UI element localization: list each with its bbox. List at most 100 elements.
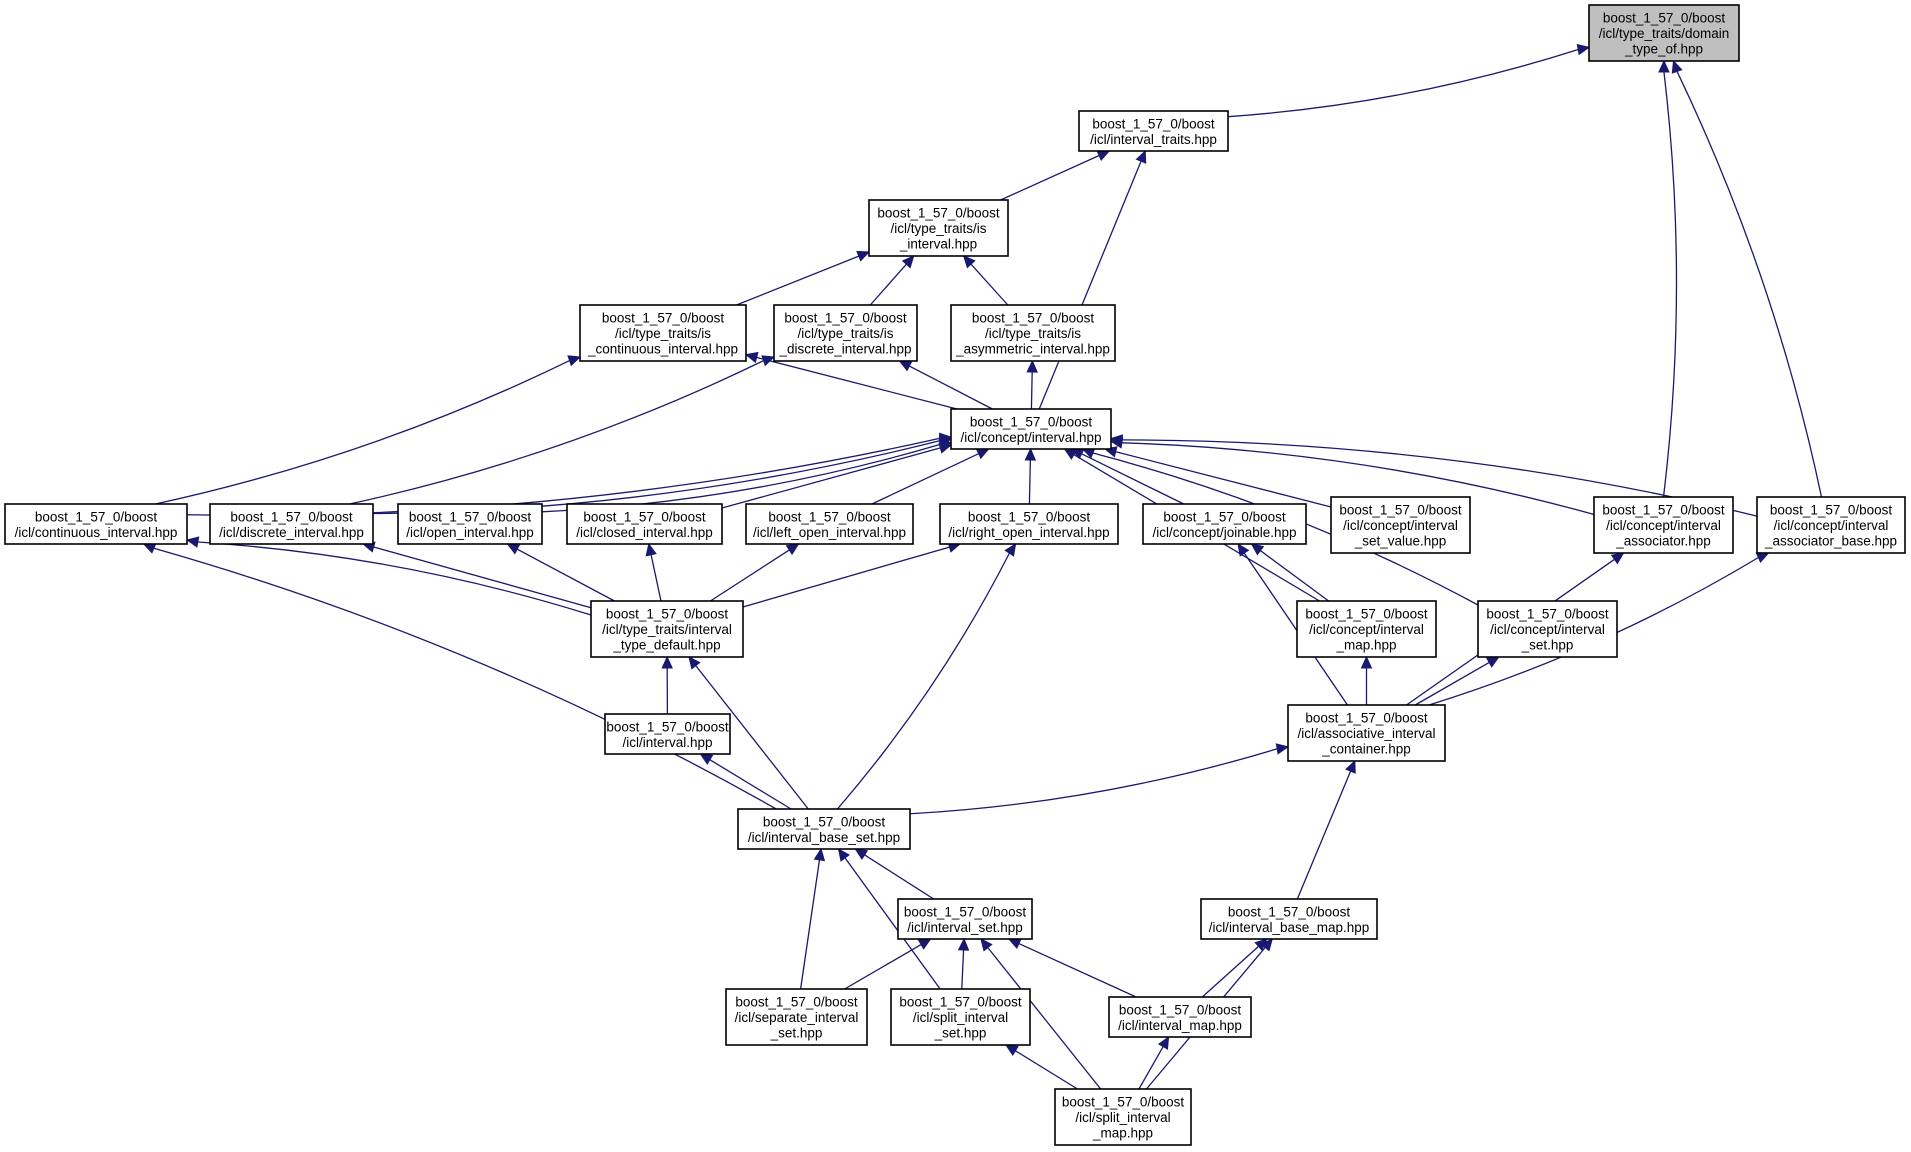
node-label-line: /icl/split_interval (1075, 1110, 1170, 1125)
node-discrete-interval[interactable]: boost_1_57_0/boost/icl/discrete_interval… (209, 503, 374, 545)
node-is-interval[interactable]: boost_1_57_0/boost/icl/type_traits/is_in… (868, 199, 1009, 257)
arrowhead (1096, 150, 1111, 161)
node-concept-interval-set-value[interactable]: boost_1_57_0/boost/icl/concept/interval_… (1330, 496, 1471, 554)
node-concept-interval-associator-base[interactable]: boost_1_57_0/boost/icl/concept/interval_… (1756, 496, 1906, 554)
node-concept-interval[interactable]: boost_1_57_0/boost/icl/concept/interval.… (950, 408, 1112, 450)
node-right-open-interval[interactable]: boost_1_57_0/boost/icl/right_open_interv… (939, 503, 1119, 545)
edge-concept-interval-to-is-discrete-interval (898, 360, 993, 410)
node-is-discrete-interval[interactable]: boost_1_57_0/boost/icl/type_traits/is_di… (773, 304, 918, 362)
node-label-line: boost_1_57_0/boost (1603, 11, 1726, 26)
node-label-line: _type_of.hpp (1624, 42, 1703, 57)
arrowhead (1007, 938, 1022, 950)
node-box (1108, 996, 1252, 1038)
edge-line (197, 541, 592, 616)
edge-concept-interval-to-is-asymmetric-interval (1026, 359, 1038, 410)
edge-line (1115, 451, 1332, 508)
arrowhead (688, 656, 701, 670)
node-left-open-interval[interactable]: boost_1_57_0/boost/icl/left_open_interva… (745, 503, 914, 545)
node-interval-set[interactable]: boost_1_57_0/boost/icl/interval_set.hpp (897, 898, 1033, 940)
edge-interval-map-to-interval-base-map (1201, 938, 1268, 998)
node-continuous-interval[interactable]: boost_1_57_0/boost/icl/continuous_interv… (4, 503, 188, 545)
edge-interval-type-default-to-right-open-interval (742, 541, 962, 608)
node-is-asymmetric-interval[interactable]: boost_1_57_0/boost/icl/type_traits/is_as… (950, 304, 1116, 362)
node-closed-interval[interactable]: boost_1_57_0/boost/icl/closed_interval.h… (566, 503, 723, 545)
node-interval-base-set[interactable]: boost_1_57_0/boost/icl/interval_base_set… (737, 808, 911, 850)
node-interval-traits[interactable]: boost_1_57_0/boost/icl/interval_traits.h… (1078, 110, 1229, 152)
edge-split-interval-map-to-interval-set (980, 938, 1102, 1090)
node-concept-interval-set[interactable]: boost_1_57_0/boost/icl/concept/interval_… (1477, 600, 1618, 658)
node-concept-joinable[interactable]: boost_1_57_0/boost/icl/concept/joinable.… (1142, 503, 1307, 545)
node-label-line: /icl/concept/interval (1606, 518, 1721, 533)
node-concept-interval-map[interactable]: boost_1_57_0/boost/icl/concept/interval_… (1296, 600, 1437, 658)
edge-interval-type-default-to-open-interval (506, 543, 615, 602)
node-label-line: boost_1_57_0/boost (1305, 607, 1428, 622)
node-label-line: /icl/interval.hpp (622, 735, 712, 750)
node-box (939, 503, 1119, 545)
node-box (725, 988, 868, 1046)
arrowhead (980, 938, 993, 952)
node-split-interval-map[interactable]: boost_1_57_0/boost/icl/split_interval_ma… (1054, 1088, 1192, 1146)
arrowhead (1237, 543, 1250, 557)
node-box (950, 408, 1112, 450)
node-label-line: _continuous_interval.hpp (587, 342, 738, 357)
edge-line (909, 365, 993, 410)
arrowhead (901, 255, 915, 269)
node-interval-map[interactable]: boost_1_57_0/boost/icl/interval_map.hpp (1108, 996, 1252, 1038)
edge-concept-interval-associator-base-to-domain-type-of (1671, 59, 1823, 498)
node-label-line: _type_default.hpp (612, 638, 720, 653)
node-open-interval[interactable]: boost_1_57_0/boost/icl/open_interval.hpp (397, 503, 543, 545)
node-label-line: _map.hpp (1092, 1126, 1153, 1141)
node-interval-base-map[interactable]: boost_1_57_0/boost/icl/interval_base_map… (1200, 898, 1378, 940)
edge-line (961, 949, 965, 990)
edge-concept-interval-to-interval-traits (1038, 149, 1147, 410)
node-label-line: _discrete_interval.hpp (778, 342, 911, 357)
edge-interval-traits-to-domain-type-of (1227, 43, 1591, 118)
node-label-line: /icl/type_traits/is (985, 326, 1081, 341)
node-is-continuous-interval[interactable]: boost_1_57_0/boost/icl/type_traits/is_co… (579, 304, 747, 362)
node-concept-interval-associator[interactable]: boost_1_57_0/boost/icl/concept/interval_… (1593, 496, 1734, 554)
edge-discrete-interval-to-is-discrete-interval (349, 355, 776, 505)
node-label-line: boost_1_57_0/boost (877, 206, 1000, 221)
node-separate-interval-set[interactable]: boost_1_57_0/boost/icl/separate_interval… (725, 988, 868, 1046)
edge-line (799, 859, 821, 990)
node-interval-type-default[interactable]: boost_1_57_0/boost/icl/type_traits/inter… (590, 600, 744, 658)
node-label-line: boost_1_57_0/boost (1092, 116, 1215, 131)
node-associative-interval-container[interactable]: boost_1_57_0/boost/icl/associative_inter… (1287, 704, 1446, 762)
node-label-line: boost_1_57_0/boost (904, 904, 1027, 919)
edge-line (1296, 770, 1352, 900)
node-label-line: _container.hpp (1321, 742, 1411, 757)
arrowhead (645, 542, 657, 557)
node-icl-interval[interactable]: boost_1_57_0/boost/icl/interval.hpp (604, 713, 731, 755)
node-label-line: boost_1_57_0/boost (784, 311, 907, 326)
node-label-line: /icl/closed_interval.hpp (576, 525, 713, 540)
arrowhead (1063, 448, 1078, 460)
node-label-line: boost_1_57_0/boost (409, 509, 532, 524)
node-domain-type-of[interactable]: boost_1_57_0/boost/icl/type_traits/domai… (1588, 4, 1740, 62)
node-label-line: /icl/concept/interval (1774, 518, 1889, 533)
node-box (397, 503, 543, 545)
node-box (209, 503, 374, 545)
arrowhead (975, 448, 990, 460)
node-label-line: /icl/open_interval.hpp (406, 525, 534, 540)
edge-is-continuous-interval-to-is-interval (736, 250, 871, 306)
edge-line (155, 360, 570, 505)
edge-associative-interval-container-to-concept-interval-set (1414, 656, 1500, 706)
edge-line (1038, 160, 1142, 410)
node-label-line: _set.hpp (934, 1026, 987, 1041)
edge-line (871, 453, 979, 505)
edge-interval-set-to-interval-base-set (854, 848, 935, 900)
node-box (897, 898, 1033, 940)
edge-interval-base-set-to-icl-interval (699, 753, 792, 810)
node-label-line: /icl/type_traits/interval (602, 622, 732, 637)
arrowhead (938, 442, 953, 454)
node-box (737, 808, 911, 850)
arrowhead (1026, 359, 1038, 373)
edge-concept-joinable-to-concept-interval (1070, 448, 1185, 505)
node-split-interval-set[interactable]: boost_1_57_0/boost/icl/split_interval_se… (890, 988, 1031, 1046)
arrowhead (1275, 743, 1290, 755)
node-label-line: /icl/concept/interval (1309, 622, 1424, 637)
node-label-line: boost_1_57_0/boost (583, 509, 706, 524)
edge-line (1260, 550, 1330, 602)
arrowhead (856, 250, 871, 262)
